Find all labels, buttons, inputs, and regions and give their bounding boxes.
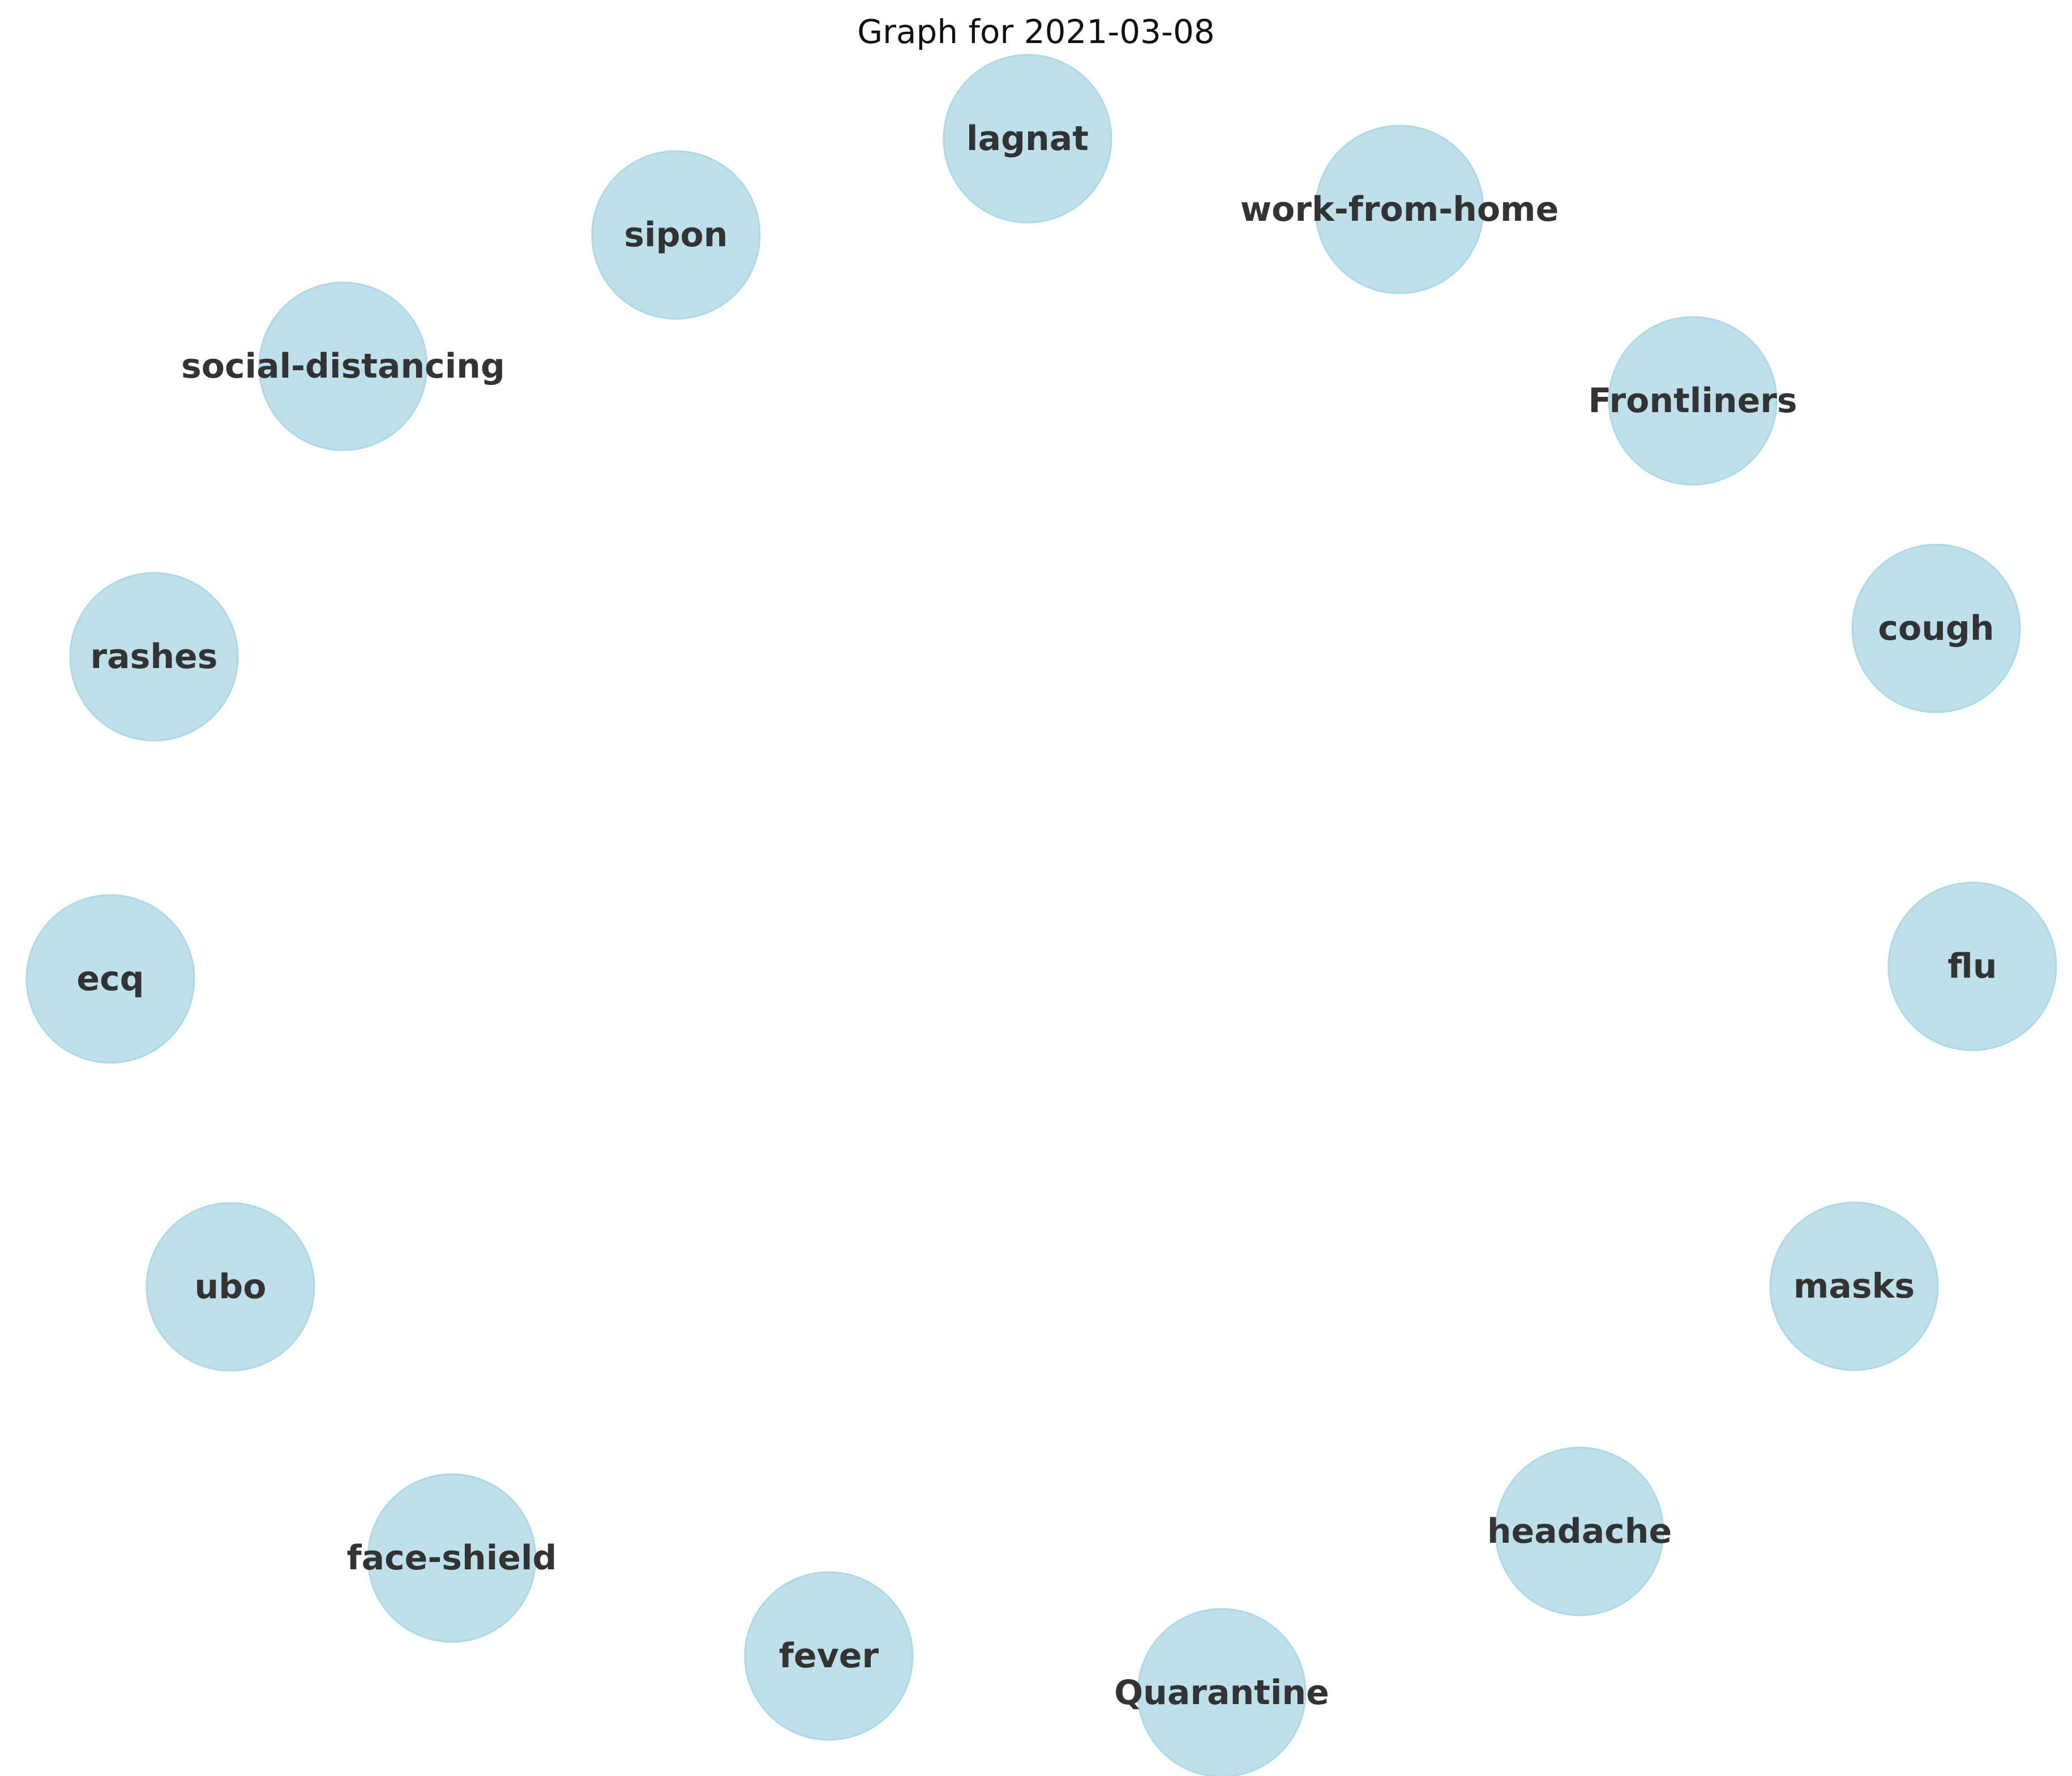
node-label: sipon	[624, 215, 727, 255]
node-circle	[943, 54, 1112, 224]
graph-node: lagnat	[943, 54, 1112, 224]
graph-node: work-from-home	[1240, 125, 1559, 294]
graph-node: Frontliners	[1588, 316, 1797, 486]
node-label: Frontliners	[1588, 381, 1797, 421]
node-circle	[744, 1571, 914, 1741]
node-circle	[145, 1202, 315, 1372]
node-circle	[25, 894, 195, 1064]
node-circle	[258, 281, 428, 451]
graph-node: Quarantine	[1114, 1608, 1329, 1776]
node-label: lagnat	[966, 119, 1089, 159]
node-label: Quarantine	[1114, 1673, 1329, 1713]
graph-node: cough	[1851, 544, 2021, 713]
graph-node: headache	[1487, 1447, 1672, 1616]
node-label: masks	[1793, 1266, 1915, 1306]
node-circle	[591, 150, 761, 320]
node-label: rashes	[91, 637, 218, 677]
node-circle	[1608, 316, 1778, 486]
graph-node: ecq	[25, 894, 195, 1064]
node-circle	[1887, 881, 2057, 1051]
node-circle	[367, 1473, 537, 1643]
node-circle	[1137, 1608, 1307, 1776]
node-circle	[1315, 125, 1484, 294]
graph-node: rashes	[69, 572, 239, 742]
graph-node: social-distancing	[181, 281, 505, 451]
graph-node: face-shield	[347, 1473, 557, 1643]
graph-node: fever	[744, 1571, 914, 1741]
node-label: work-from-home	[1240, 190, 1559, 229]
graph-node: sipon	[591, 150, 761, 320]
graph-title: Graph for 2021-03-08	[857, 12, 1215, 51]
node-label: fever	[779, 1636, 879, 1676]
graph-node: flu	[1887, 881, 2057, 1051]
node-label: headache	[1487, 1512, 1672, 1551]
node-circle	[69, 572, 239, 742]
node-label: ecq	[76, 959, 144, 999]
node-circle	[1495, 1447, 1664, 1616]
node-label: face-shield	[347, 1538, 557, 1578]
graph-node: ubo	[145, 1202, 315, 1372]
node-label: social-distancing	[181, 346, 505, 386]
node-label: cough	[1878, 609, 1994, 648]
node-circle	[1851, 544, 2021, 713]
graph-node: masks	[1769, 1201, 1939, 1371]
node-label: flu	[1947, 947, 1997, 986]
node-label: ubo	[195, 1267, 267, 1307]
node-circle	[1769, 1201, 1939, 1371]
